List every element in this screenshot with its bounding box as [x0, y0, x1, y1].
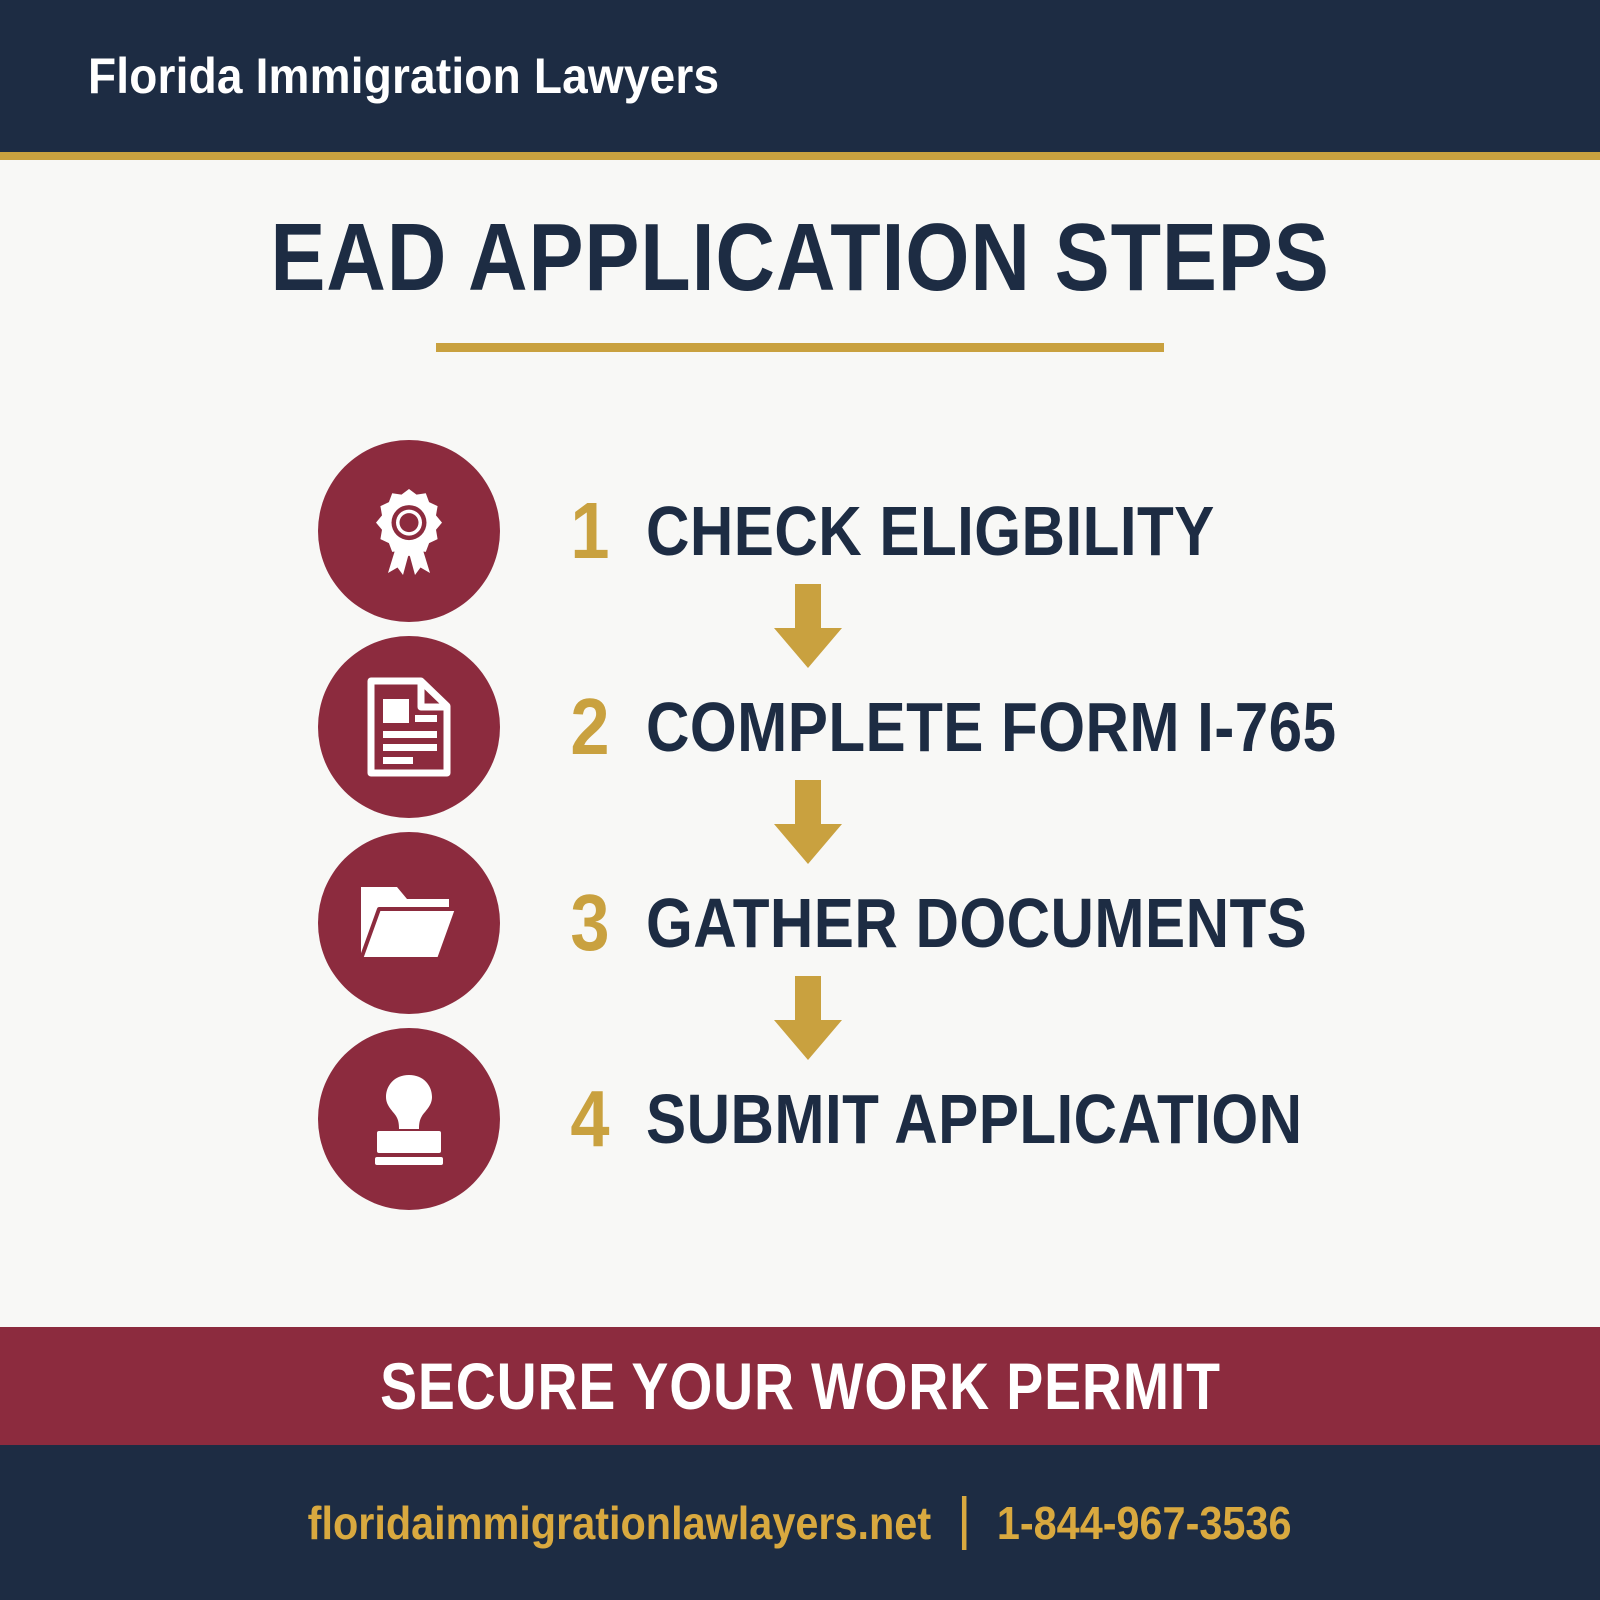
main-content-area: EAD APPLICATION STEPS: [0, 160, 1600, 1327]
cta-banner: SECURE YOUR WORK PERMIT: [0, 1327, 1600, 1445]
step-number: 1: [570, 485, 610, 575]
rubber-stamp-icon: [361, 1069, 457, 1169]
step-icon-badge: [318, 635, 500, 818]
footer-bar: floridaimmigrationlawlayers.net 1-844-96…: [0, 1445, 1600, 1600]
arrow-down-icon: [770, 975, 846, 1060]
step-icon-badge: [318, 439, 500, 622]
arrow-down-icon: [770, 583, 846, 668]
step-label: GATHER DOCUMENTS: [646, 883, 1308, 962]
header-gold-rule: [0, 152, 1600, 160]
step-row: 4 SUBMIT APPLICATION: [318, 1024, 1409, 1214]
step-row: 2 COMPLETE FORM I-765: [318, 632, 1449, 822]
steps-list: 1 CHECK ELIGBILITY: [0, 436, 1600, 1256]
footer-phone-link[interactable]: 1-844-967-3536: [997, 1496, 1292, 1549]
cta-text: SECURE YOUR WORK PERMIT: [379, 1349, 1221, 1423]
footer-divider: [962, 1495, 967, 1550]
open-folder-icon: [357, 879, 461, 967]
page-title: EAD APPLICATION STEPS: [270, 204, 1330, 311]
step-row: 1 CHECK ELIGBILITY: [318, 436, 1307, 626]
step-label: COMPLETE FORM I-765: [646, 687, 1337, 766]
step-icon-badge: [318, 831, 500, 1014]
title-block: EAD APPLICATION STEPS: [0, 160, 1600, 352]
step-label: CHECK ELIGBILITY: [646, 491, 1215, 570]
step-number: 3: [570, 877, 610, 967]
footer-website-link[interactable]: floridaimmigrationlawlayers.net: [308, 1496, 932, 1549]
brand-header-bar: Florida Immigration Lawyers: [0, 0, 1600, 152]
brand-name: Florida Immigration Lawyers: [88, 48, 720, 104]
step-row: 3 GATHER DOCUMENTS: [318, 828, 1415, 1018]
step-number: 4: [570, 1073, 610, 1163]
award-ribbon-icon: [359, 481, 459, 581]
title-underline-rule: [436, 342, 1164, 352]
footer-contact-group: floridaimmigrationlawlayers.net 1-844-96…: [308, 1495, 1292, 1550]
step-icon-badge: [318, 1027, 500, 1210]
step-number: 2: [570, 681, 610, 771]
step-label: SUBMIT APPLICATION: [646, 1079, 1303, 1158]
document-icon: [363, 677, 455, 777]
arrow-down-icon: [770, 779, 846, 864]
